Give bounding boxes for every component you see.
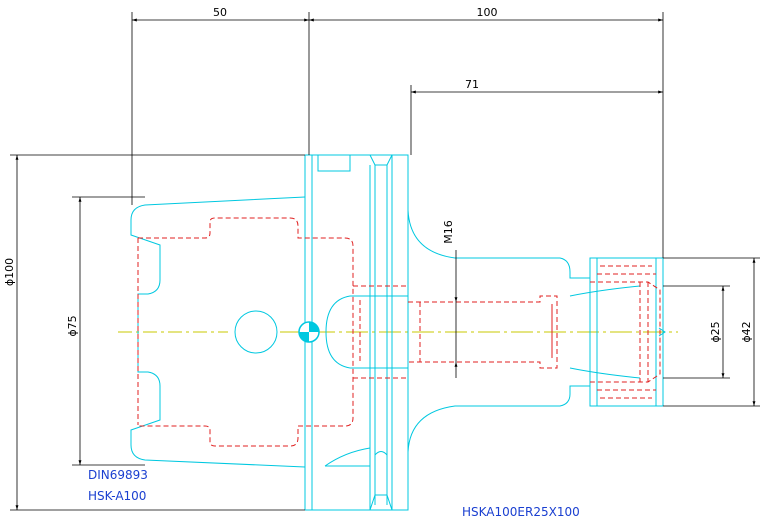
dim-100: 100 (477, 6, 498, 19)
dim-phi100: ϕ100 (3, 258, 16, 286)
gauge-point-symbol (298, 321, 320, 343)
dim-m16: M16 (442, 220, 455, 244)
dim-phi42: ϕ42 (740, 321, 753, 342)
interface-label: HSK-A100 (88, 489, 146, 503)
dimension-lines (10, 12, 760, 511)
part-number-label: HSKA100ER25X100 (462, 505, 580, 519)
dim-phi25: ϕ25 (709, 321, 722, 342)
dim-50: 50 (213, 6, 227, 19)
dim-phi75: ϕ75 (66, 315, 79, 336)
dim-71: 71 (465, 78, 479, 91)
standard-label: DIN69893 (88, 468, 148, 482)
